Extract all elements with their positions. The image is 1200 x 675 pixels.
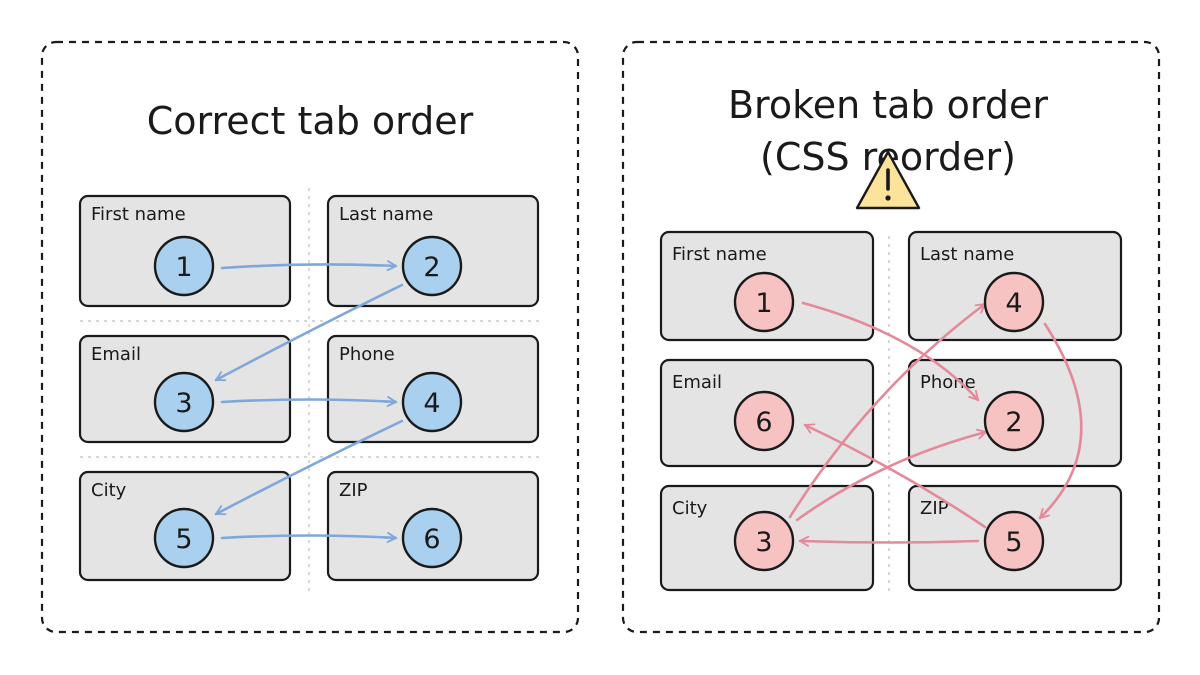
tab-order-arrow: [801, 301, 980, 402]
tab-order-arrow: [798, 535, 980, 547]
tab-order-arrow: [795, 428, 988, 522]
badge-number: 4: [1005, 288, 1022, 319]
badge-number: 6: [755, 407, 772, 438]
tab-order-badge: 1: [153, 235, 215, 297]
panel-title: Correct tab order: [147, 99, 474, 143]
field-label: Email: [91, 344, 141, 365]
field-label: First name: [672, 244, 767, 265]
badge-number: 2: [1005, 407, 1022, 438]
badge-circle: [983, 510, 1045, 572]
badge-circle: [153, 371, 215, 433]
badge-circle: [983, 271, 1045, 333]
badge-circle: [733, 510, 795, 572]
tab-order-badge: 3: [733, 510, 795, 572]
tab-order-badge: 3: [153, 371, 215, 433]
warning-triangle-icon: [855, 150, 921, 210]
badge-number: 5: [175, 524, 192, 555]
badge-circle: [401, 507, 463, 569]
field-label: ZIP: [339, 480, 368, 501]
tab-order-badge: 2: [401, 235, 463, 297]
field-label: City: [91, 480, 127, 501]
tab-order-arrow: [1038, 322, 1083, 520]
panel-title: Broken tab order: [728, 83, 1048, 127]
badge-number: 3: [755, 527, 772, 558]
badge-circle: [733, 271, 795, 333]
badge-number: 2: [423, 252, 440, 283]
tab-order-arrow: [214, 283, 404, 382]
badge-circle: [401, 371, 463, 433]
badge-circle: [153, 235, 215, 297]
tab-order-arrow: [803, 423, 987, 529]
badge-circle: [983, 390, 1045, 452]
badge-circle: [401, 235, 463, 297]
badge-number: 5: [1005, 527, 1022, 558]
tab-order-badge: 6: [401, 507, 463, 569]
badge-number: 1: [755, 288, 772, 319]
tab-order-badge: 6: [733, 390, 795, 452]
field-label: Phone: [920, 372, 976, 393]
tab-order-arrow: [214, 419, 404, 516]
tab-order-arrow: [220, 396, 398, 408]
tab-order-badge: 5: [153, 507, 215, 569]
badge-number: 3: [175, 388, 192, 419]
tab-order-arrow: [220, 260, 398, 272]
field-label: Phone: [339, 344, 395, 365]
tab-order-badge: 1: [733, 271, 795, 333]
tab-order-arrow: [220, 532, 398, 544]
field-label: Email: [672, 372, 722, 393]
tab-order-badge: 5: [983, 510, 1045, 572]
field-label: First name: [91, 204, 186, 225]
tab-order-badge: 4: [401, 371, 463, 433]
badge-number: 1: [175, 252, 192, 283]
badge-circle: [153, 507, 215, 569]
field-label: ZIP: [920, 498, 949, 519]
badge-circle: [733, 390, 795, 452]
tab-order-badge: 4: [983, 271, 1045, 333]
field-label: Last name: [920, 244, 1014, 265]
tab-order-arrow: [788, 302, 987, 519]
field-label: Last name: [339, 204, 433, 225]
badge-number: 6: [423, 524, 440, 555]
tab-order-badge: 2: [983, 390, 1045, 452]
warning-dot: [885, 195, 891, 201]
field-label: City: [672, 498, 708, 519]
badge-number: 4: [423, 388, 440, 419]
